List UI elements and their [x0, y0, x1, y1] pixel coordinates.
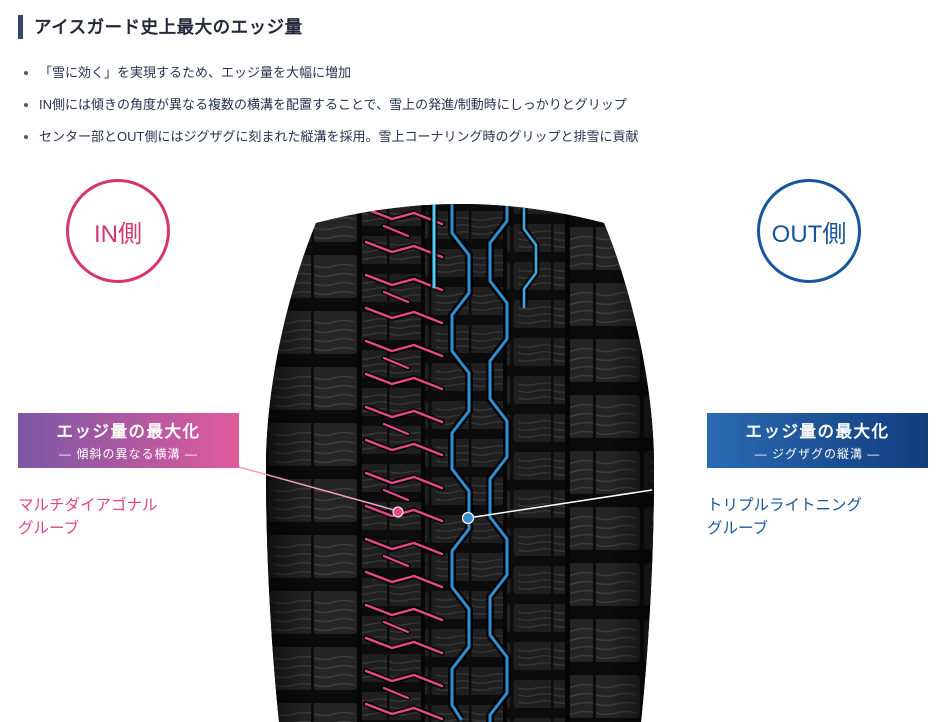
- out-side-badge: OUT側: [757, 179, 861, 283]
- left-caption-line2: グルーブ: [18, 520, 80, 537]
- left-callout-subtitle: ― 傾斜の異なる横溝 ―: [59, 447, 198, 461]
- bullet-item: IN側には傾きの角度が異なる複数の横溝を配置することで、雪上の発進/制動時にしっ…: [24, 96, 904, 114]
- feature-bullet-list: 「雪に効く」を実現するため、エッジ量を大幅に増加 IN側には傾きの角度が異なる複…: [24, 64, 904, 160]
- bullet-dot-icon: [24, 103, 28, 107]
- bullet-text: 「雪に効く」を実現するため、エッジ量を大幅に増加: [39, 65, 352, 80]
- left-caption-line1: マルチダイアゴナル: [18, 497, 158, 514]
- left-caption: マルチダイアゴナル グルーブ: [18, 494, 158, 540]
- left-callout-title: エッジ量の最大化: [56, 423, 201, 441]
- bullet-dot-icon: [24, 135, 28, 139]
- page-header: アイスガード史上最大のエッジ量: [18, 14, 303, 39]
- in-side-label: IN側: [94, 220, 142, 248]
- title-accent-bar: [18, 14, 23, 39]
- right-caption-line2: グルーブ: [707, 520, 769, 537]
- tire-tread-illustration: [266, 204, 654, 722]
- bullet-item: 「雪に効く」を実現するため、エッジ量を大幅に増加: [24, 64, 904, 82]
- left-callout-box: エッジ量の最大化 ― 傾斜の異なる横溝 ―: [18, 413, 239, 468]
- bullet-text: IN側には傾きの角度が異なる複数の横溝を配置することで、雪上の発進/制動時にしっ…: [39, 97, 627, 112]
- out-side-label: OUT側: [771, 220, 847, 248]
- right-callout-box: エッジ量の最大化 ― ジグザグの縦溝 ―: [707, 413, 928, 468]
- right-caption-line1: トリプルライトニング: [707, 497, 863, 514]
- right-callout-subtitle: ― ジグザグの縦溝 ―: [754, 447, 881, 461]
- bullet-item: センター部とOUT側にはジグザグに刻まれた縦溝を採用。雪上コーナリング時のグリッ…: [24, 128, 904, 146]
- right-callout-title: エッジ量の最大化: [745, 423, 890, 441]
- bullet-dot-icon: [24, 71, 28, 75]
- in-side-badge: IN側: [66, 179, 170, 283]
- bullet-text: センター部とOUT側にはジグザグに刻まれた縦溝を採用。雪上コーナリング時のグリッ…: [39, 129, 639, 144]
- right-caption: トリプルライトニング グルーブ: [707, 494, 862, 540]
- page-title: アイスガード史上最大のエッジ量: [34, 17, 303, 37]
- tire-tread-image: [266, 195, 654, 722]
